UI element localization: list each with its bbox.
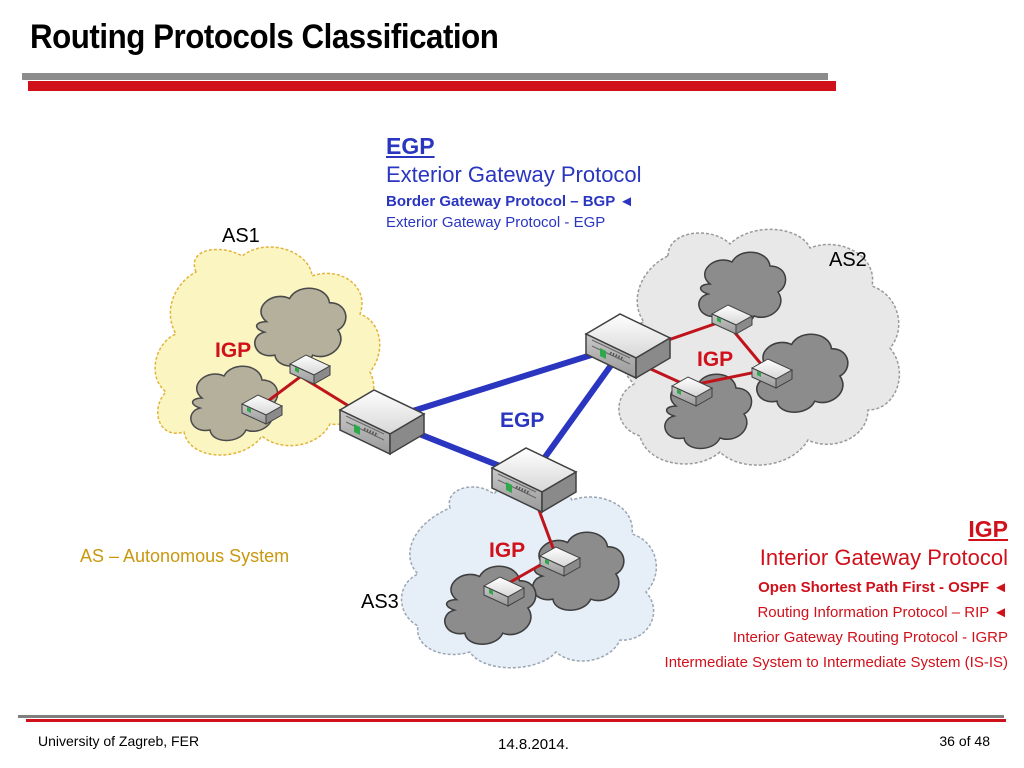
igp-heading: IGP (968, 516, 1008, 542)
footer-line-gray (18, 715, 1004, 718)
footer-page-number: 36 of 48 (939, 733, 990, 749)
egp-protocol-bgp: Border Gateway Protocol – BGP ◄ (386, 193, 634, 210)
footer-date: 14.8.2014. (498, 736, 569, 753)
title-underline-red (28, 81, 836, 91)
title-underline-gray (22, 73, 828, 80)
footer-line-red (26, 719, 1006, 722)
egp-subtitle: Exterior Gateway Protocol (386, 162, 642, 187)
igp-protocol-isis: Intermediate System to Intermediate Syst… (664, 654, 1008, 671)
igp-label-as1: IGP (215, 339, 251, 362)
as2-label: AS2 (829, 249, 867, 271)
footer-institution: University of Zagreb, FER (38, 733, 200, 749)
igp-label-as2: IGP (697, 348, 733, 371)
igp-protocol-rip: Routing Information Protocol – RIP ◄ (757, 604, 1008, 621)
igp-description: IGP Interior Gateway Protocol Open Short… (665, 516, 1008, 671)
slide-title: Routing Protocols Classification (30, 18, 499, 56)
igp-subtitle: Interior Gateway Protocol (759, 545, 1008, 570)
igp-label-as3: IGP (489, 539, 525, 562)
as3-cloud (400, 479, 658, 669)
as1-label: AS1 (222, 225, 260, 247)
as3-label: AS3 (361, 591, 399, 613)
as-definition-note: AS – Autonomous System (80, 546, 290, 566)
egp-description: EGP Exterior Gateway Protocol Border Gat… (386, 133, 642, 231)
igp-protocol-ospf: Open Shortest Path First - OSPF ◄ (758, 579, 1008, 596)
igp-protocol-igrp: Interior Gateway Routing Protocol - IGRP (732, 629, 1008, 646)
egp-protocol-egp: Exterior Gateway Protocol - EGP (386, 214, 606, 231)
egp-label-center: EGP (500, 409, 544, 432)
egp-heading: EGP (386, 133, 435, 159)
